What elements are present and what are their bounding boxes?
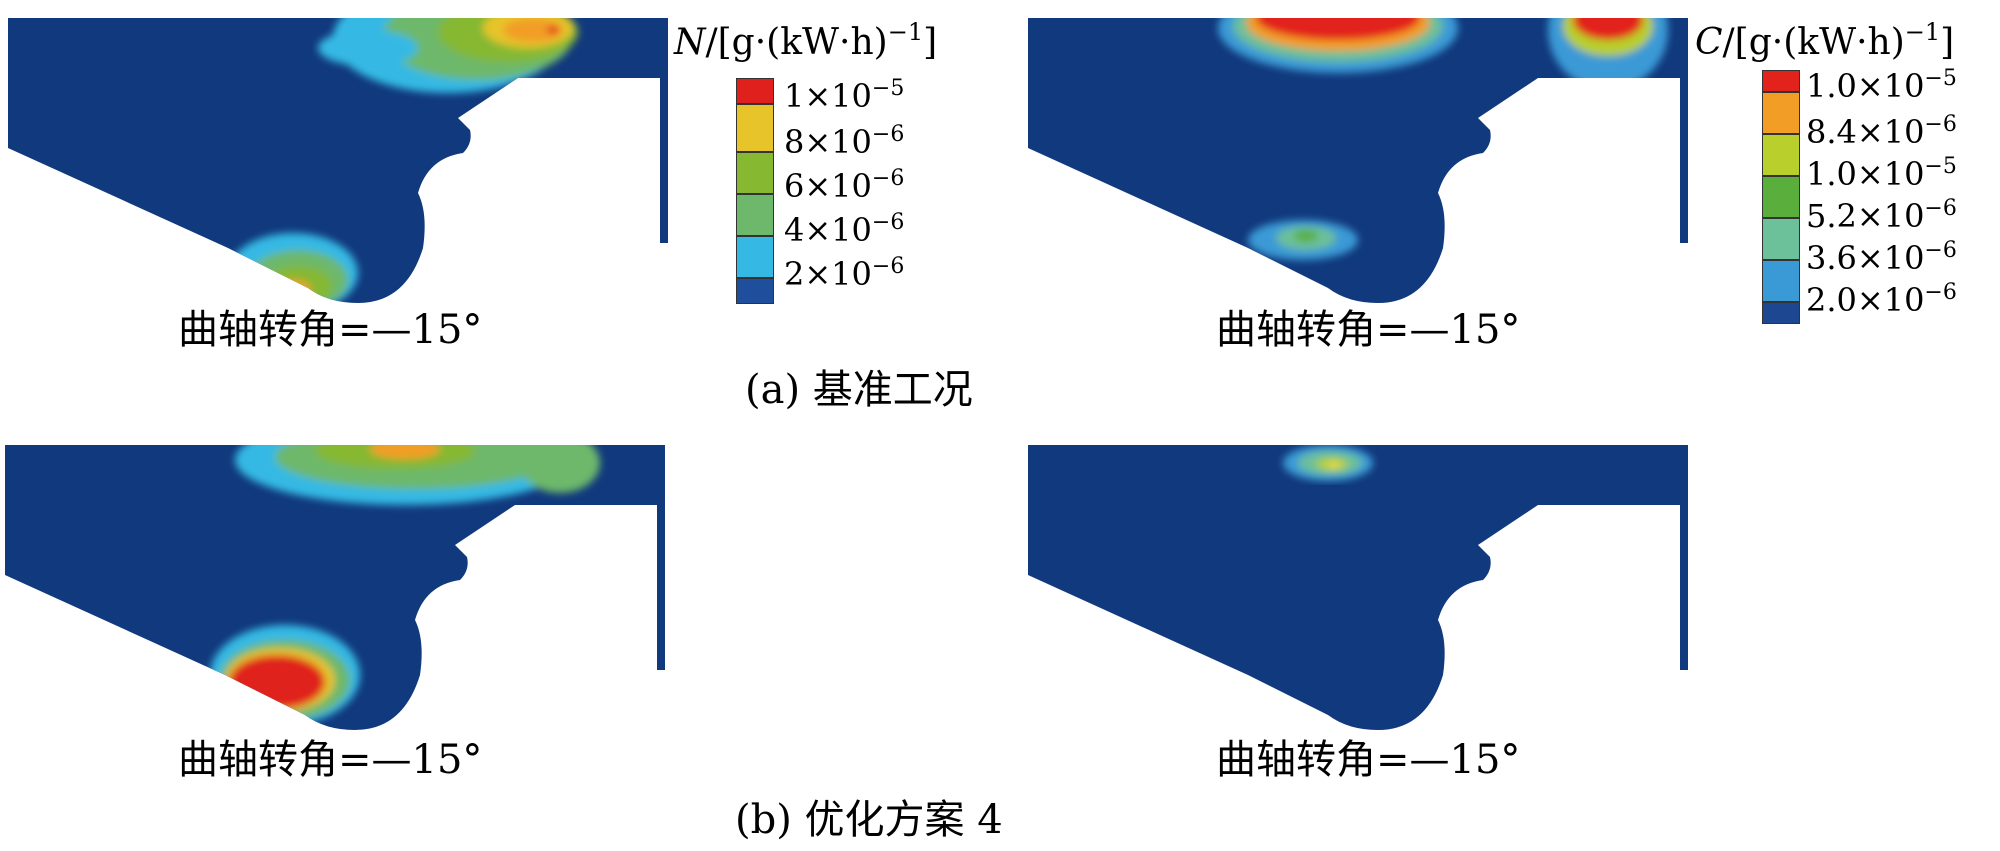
legend-label: 1×10−5 <box>784 76 905 115</box>
legend-n-title: N/[g·(kW·h)−1] <box>674 20 937 61</box>
legend-swatch <box>736 194 774 236</box>
legend-label: 5.2×10−6 <box>1806 196 1957 235</box>
legend-swatch <box>1762 260 1800 302</box>
legend-c: 1.0×10−5 8.4×10−6 1.0×10−5 5.2×10−6 3.6×… <box>1762 66 1997 340</box>
legend-swatch <box>1762 176 1800 218</box>
legend-swatch <box>736 236 774 278</box>
legend-label: 3.6×10−6 <box>1806 238 1957 277</box>
subtitle-a: (a) 基准工况 <box>745 367 973 413</box>
legend-swatch <box>736 152 774 194</box>
crank-angle-caption: 曲轴转角=—15° <box>1216 737 1521 783</box>
panel-b-n-contour <box>5 445 665 730</box>
legend-swatch <box>1762 218 1800 260</box>
contour-plot <box>8 18 668 303</box>
legend-swatch <box>1762 302 1800 324</box>
legend-swatch <box>736 104 774 152</box>
legend-label: 1.0×10−5 <box>1806 66 1957 105</box>
contour-plot <box>5 445 665 730</box>
legend-label: 2×10−6 <box>784 254 905 293</box>
legend-label: 4×10−6 <box>784 210 905 249</box>
legend-label: 8.4×10−6 <box>1806 112 1957 151</box>
legend-swatch <box>1762 70 1800 92</box>
crank-angle-caption: 曲轴转角=—15° <box>178 737 483 783</box>
legend-swatch <box>736 78 774 104</box>
legend-c-title: C/[g·(kW·h)−1] <box>1695 20 1954 61</box>
legend-n-exp: −1 <box>887 18 924 46</box>
crank-angle-caption: 曲轴转角=—15° <box>1216 307 1521 353</box>
legend-n-unit: /[g·(kW·h) <box>705 22 888 63</box>
legend-label: 1.0×10−5 <box>1806 154 1957 193</box>
legend-swatch <box>1762 92 1800 134</box>
contour-plot <box>1028 18 1688 303</box>
legend-swatch <box>1762 134 1800 176</box>
legend-c-symbol: C <box>1695 22 1723 63</box>
legend-n: 1×10−5 8×10−6 6×10−6 4×10−6 2×10−6 <box>736 78 956 328</box>
crank-angle-caption: 曲轴转角=—15° <box>178 307 483 353</box>
legend-c-unit: /[g·(kW·h) <box>1722 22 1905 63</box>
legend-n-close: ] <box>923 22 938 63</box>
panel-b-c-contour <box>1028 445 1688 730</box>
legend-swatch <box>736 278 774 304</box>
legend-c-exp: −1 <box>1904 18 1941 46</box>
legend-label: 8×10−6 <box>784 122 905 161</box>
legend-n-symbol: N <box>674 22 706 63</box>
contour-plot <box>1028 445 1688 730</box>
subtitle-b: (b) 优化方案 4 <box>735 797 1003 843</box>
panel-a-n-contour <box>8 18 668 303</box>
panel-a-c-contour <box>1028 18 1688 303</box>
legend-c-close: ] <box>1940 22 1955 63</box>
legend-label: 6×10−6 <box>784 166 905 205</box>
legend-label: 2.0×10−6 <box>1806 280 1957 319</box>
